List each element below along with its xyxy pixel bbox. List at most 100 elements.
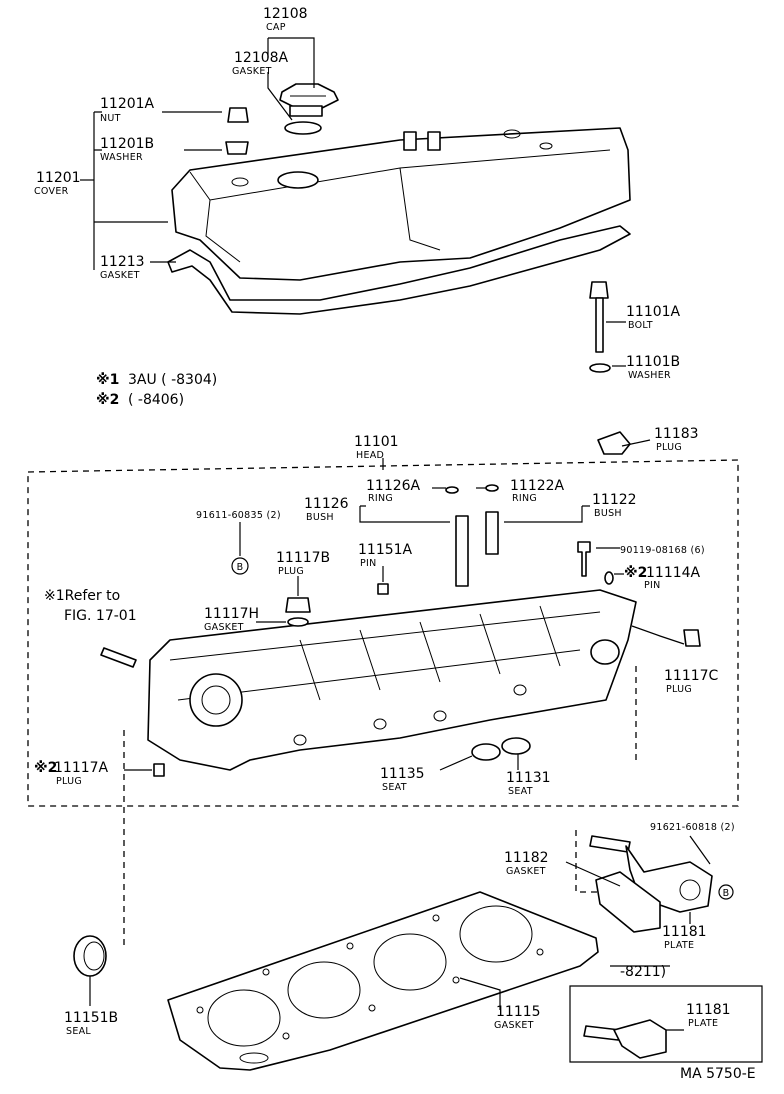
svg-text:B: B <box>723 888 730 899</box>
circle-b-marker-1: B <box>231 557 249 575</box>
refer-note-line1: ※1Refer to <box>44 588 120 604</box>
seat-11131-drawing <box>501 737 531 755</box>
note-1-text: 3AU ( -8304) <box>128 372 217 388</box>
part-name: WASHER <box>628 370 671 381</box>
part-number: 91611-60835 (2) <box>196 510 281 521</box>
cylinder-head-drawing <box>147 589 637 771</box>
part-name: PLUG <box>278 566 304 577</box>
inset-box <box>569 985 763 1063</box>
nut-drawing <box>227 107 249 123</box>
note-2-mark: ※2 <box>96 392 119 408</box>
part-number: 11117B <box>276 550 330 566</box>
part-name: PLATE <box>688 1018 718 1029</box>
pin-11151a-drawing <box>377 583 389 595</box>
seat-11135-drawing <box>471 743 501 761</box>
valve-cover-drawing <box>171 127 631 281</box>
part-number: 11181 <box>686 1002 731 1018</box>
circle-b-marker-2: B <box>718 884 734 900</box>
part-number: 11117C <box>664 668 719 684</box>
part-name: NUT <box>100 113 121 124</box>
part-name: GASKET <box>506 866 546 877</box>
part-number: 11131 <box>506 770 551 786</box>
part-name: PIN <box>644 580 661 591</box>
part-number: 11126A <box>366 478 421 494</box>
seal-11151b-drawing <box>73 935 107 977</box>
part-name: BUSH <box>594 508 622 519</box>
part-number: 11213 <box>100 254 145 270</box>
part-name: GASKET <box>232 66 272 77</box>
part-number: 91621-60818 (2) <box>650 822 735 833</box>
head-cover-bolt-drawing <box>589 281 609 353</box>
part-number: 11151A <box>358 542 413 558</box>
part-name: GASKET <box>204 622 244 633</box>
part-number: 11122A <box>510 478 565 494</box>
part-name: PLUG <box>56 776 82 787</box>
part-number: 11135 <box>380 766 425 782</box>
part-number: 12108A <box>234 50 289 66</box>
part-name: SEAT <box>382 782 407 793</box>
oil-filler-cap-drawing <box>279 83 339 117</box>
head-group <box>27 431 739 950</box>
part-number: 11182 <box>504 850 549 866</box>
part-name: PLATE <box>664 940 694 951</box>
part-number: 11117H <box>204 606 259 622</box>
cap-gasket-drawing <box>284 121 322 135</box>
part-name: BOLT <box>628 320 653 331</box>
part-name: GASKET <box>100 270 140 281</box>
part-number: 11114A <box>646 565 701 581</box>
part-number: 11101A <box>626 304 681 320</box>
bolt-90119-drawing <box>577 541 591 577</box>
note-2-star: ※2 <box>34 760 57 776</box>
part-name: WASHER <box>100 152 143 163</box>
part-number: 11101B <box>626 354 680 370</box>
part-number: 11201B <box>100 136 154 152</box>
part-number: 11101 <box>354 434 399 450</box>
part-number: 11122 <box>592 492 637 508</box>
part-number: 11181 <box>662 924 707 940</box>
part-number: 11115 <box>496 1004 541 1020</box>
note-2-text: ( -8406) <box>128 392 184 408</box>
part-number: 11151B <box>64 1010 118 1026</box>
gasket-11117h-drawing <box>287 617 309 627</box>
part-name: SEAT <box>508 786 533 797</box>
plug-11117a-drawing <box>153 763 165 777</box>
part-name: PLUG <box>666 684 692 695</box>
lower-group <box>73 835 763 1071</box>
bolt-washer-drawing <box>589 363 611 373</box>
part-name: RING <box>368 493 393 504</box>
part-number: 11126 <box>304 496 349 512</box>
washer-drawing <box>225 141 249 155</box>
svg-text:B: B <box>237 562 244 573</box>
note-1-mark: ※1 <box>96 372 119 388</box>
stud-drawing <box>100 647 137 668</box>
part-name: CAP <box>266 22 286 33</box>
part-name: HEAD <box>356 450 384 461</box>
note-2-star: ※2 <box>624 565 647 581</box>
part-number: 11183 <box>654 426 699 442</box>
part-number: 90119-08168 (6) <box>620 545 705 556</box>
valve-guide-bush-drawings <box>445 484 499 587</box>
part-name: PLUG <box>656 442 682 453</box>
plug-11117c-drawing <box>683 629 701 647</box>
cover-gasket-drawing <box>167 225 631 315</box>
gasket-11182-drawing <box>595 871 661 933</box>
part-number: 12108 <box>263 6 308 22</box>
refer-note-line2: FIG. 17-01 <box>64 608 137 624</box>
cover-group <box>80 37 631 373</box>
plate-11181-inset-drawing <box>583 1019 667 1059</box>
part-name: SEAL <box>66 1026 91 1037</box>
pin-11114a-drawing <box>604 571 614 585</box>
plug-11117b-drawing <box>285 597 311 613</box>
part-name: GASKET <box>494 1020 534 1031</box>
plug-11183-drawing <box>597 431 631 455</box>
head-gasket-drawing <box>167 891 599 1071</box>
part-name: RING <box>512 493 537 504</box>
part-number: 11117A <box>54 760 109 776</box>
inset-range: -8211) <box>620 964 666 980</box>
part-name: BUSH <box>306 512 334 523</box>
part-number: 11201 <box>36 170 81 186</box>
part-number: 11201A <box>100 96 155 112</box>
part-name: COVER <box>34 186 69 197</box>
part-name: PIN <box>360 558 377 569</box>
